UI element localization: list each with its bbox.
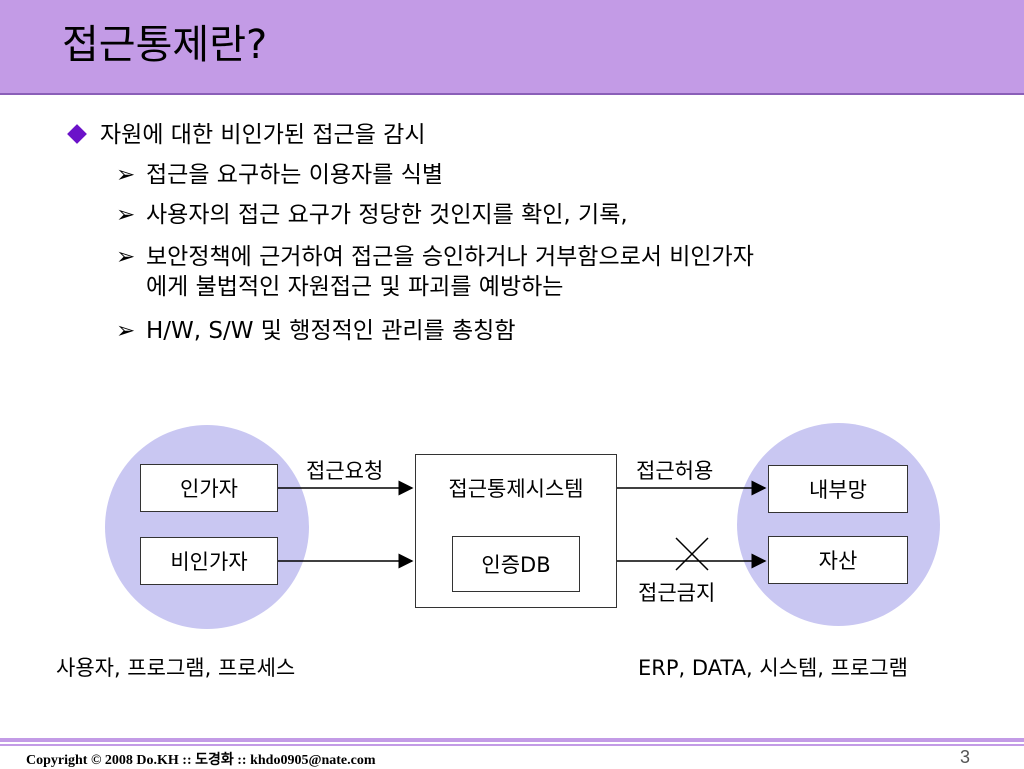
sub-bullet-2: ➢ 사용자의 접근 요구가 정당한 것인지를 확인, 기록,: [116, 200, 628, 230]
sub-bullet-text: 사용자의 접근 요구가 정당한 것인지를 확인, 기록,: [146, 202, 628, 228]
footer-rule: [0, 738, 1024, 742]
sub-bullet-1: ➢ 접근을 요구하는 이용자를 식별: [116, 160, 443, 190]
arrow-bullet-icon: ➢: [116, 162, 136, 188]
resource-caption: ERP, DATA, 시스템, 프로그램: [638, 656, 908, 680]
main-bullet-text: 자원에 대한 비인가된 접근을 감시: [100, 122, 426, 148]
sub-bullet-4: ➢ H/W, S/W 및 행정적인 관리를 총칭함: [116, 316, 516, 346]
asset-box: 자산: [768, 536, 908, 584]
access-deny-label: 접근금지: [638, 581, 716, 605]
sub-bullet-3: ➢ 보안정책에 근거하여 접근을 승인하거나 거부함으로서 비인가자 에게 불법적…: [116, 242, 754, 302]
arrow-bullet-icon: ➢: [116, 244, 136, 270]
unauthorized-user-box: 비인가자: [140, 537, 278, 585]
title-divider: [0, 93, 1024, 95]
deny-cross-line-2: [675, 537, 709, 571]
user-caption: 사용자, 프로그램, 프로세스: [56, 656, 296, 680]
access-control-system-label: 접근통제시스템: [448, 477, 584, 501]
slide-title: 접근통제란?: [62, 22, 268, 68]
authorized-user-box: 인가자: [140, 464, 278, 512]
sub-bullet-continuation: 에게 불법적인 자원접근 및 파괴를 예방하는: [146, 274, 564, 300]
sub-bullet-text: 보안정책에 근거하여 접근을 승인하거나 거부함으로서 비인가자: [146, 244, 754, 270]
internal-network-box: 내부망: [768, 465, 908, 513]
title-bar: [0, 0, 1024, 93]
main-bullet: 자원에 대한 비인가된 접근을 감시: [64, 120, 425, 150]
resource-circle: [737, 423, 940, 626]
sub-bullet-text: 접근을 요구하는 이용자를 식별: [146, 162, 444, 188]
access-allow-label: 접근허용: [636, 459, 714, 483]
user-circle: [105, 425, 309, 629]
arrow-bullet-icon: ➢: [116, 202, 136, 228]
page-number: 3: [960, 747, 971, 767]
sub-bullet-text: H/W, S/W 및 행정적인 관리를 총칭함: [146, 318, 516, 344]
footer-rule-thin: [0, 744, 1024, 746]
arrow-bullet-icon: ➢: [116, 318, 136, 344]
copyright-text: Copyright © 2008 Do.KH :: 도경화 :: khdo090…: [26, 753, 376, 768]
auth-db-box: 인증DB: [452, 536, 580, 592]
access-request-label: 접근요청: [306, 459, 384, 483]
